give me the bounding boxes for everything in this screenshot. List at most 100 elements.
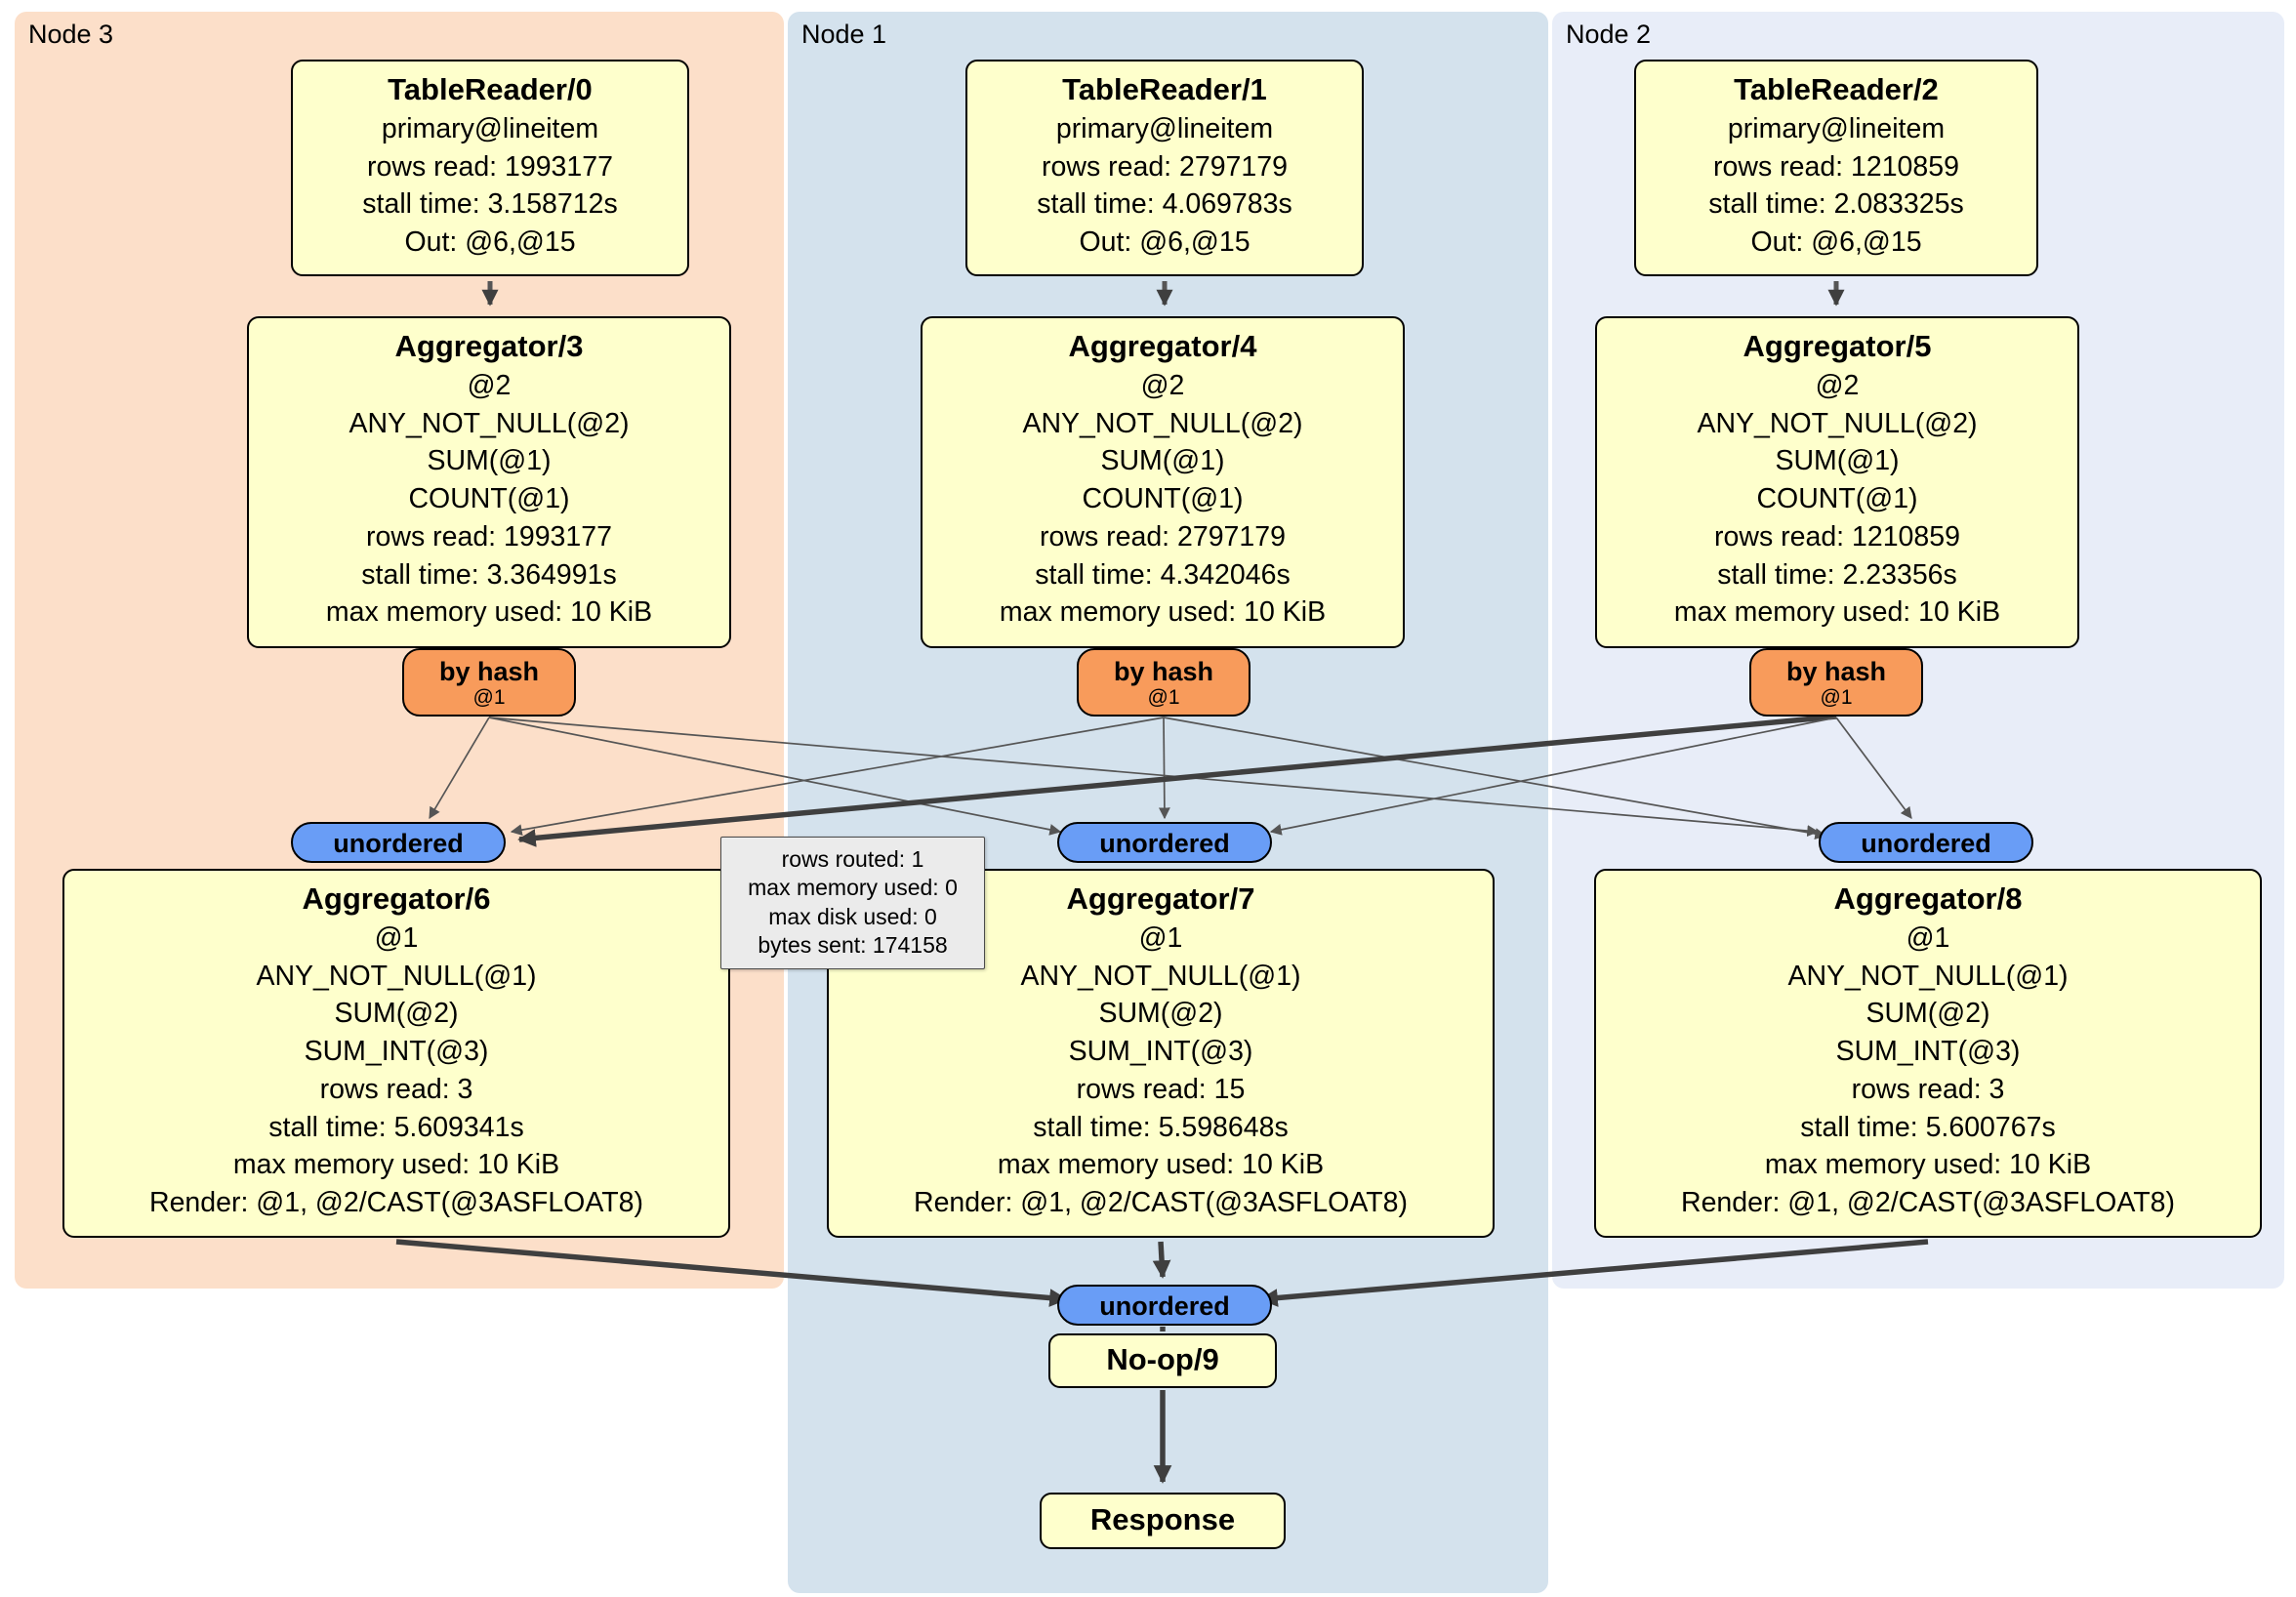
text-line: stall time: 4.342046s [1035,558,1291,591]
edge-aggregator8-sync-bottom [1259,1239,1929,1307]
text-line: max memory used: 10 KiB [232,1149,560,1181]
text-line: rows read: 1993177 [367,150,613,183]
text-line: SUM(@2) [334,998,459,1030]
text-line: SUM_INT(@3) [1835,1036,2021,1068]
text-line: Out: @6,@15 [404,226,576,259]
text-line: @1 [1906,921,1950,954]
processor-details: primary@lineitem rows read: 1993177 stall … [303,110,677,262]
processor-title: Aggregator/4 [1068,329,1257,363]
region-label-node-3: Node 3 [28,20,114,49]
synchronizer-unordered-middle: unordered [1057,822,1272,863]
text-line: Out: @6,@15 [1750,226,1922,259]
text-line: @2 [467,369,512,401]
text-line: SUM(@1) [1775,445,1900,477]
text-line: @2 [1815,369,1860,401]
router-columns: @1 [1147,686,1180,710]
text-line: stall time: 2.23356s [1717,558,1957,591]
processor-title: TableReader/0 [388,72,593,106]
text-line: rows read: 1993177 [366,520,612,553]
text-line: SUM(@1) [1100,445,1225,477]
text-line: primary@lineitem [1727,112,1946,144]
processor-title: Aggregator/8 [1833,881,2023,916]
text-line: Out: @6,@15 [1079,226,1250,259]
processor-title: Aggregator/7 [1066,881,1255,916]
text-line: SUM_INT(@3) [1068,1036,1253,1068]
router-columns: @1 [472,686,506,710]
edge-hash1-sync-right [1163,717,1827,839]
text-line: rows read: 2797179 [1042,150,1288,183]
text-line: stall time: 2.083325s [1708,188,1964,221]
text-line: rows routed: 1 [781,846,924,872]
synchronizer-unordered-right: unordered [1819,822,2033,863]
text-line: SUM(@2) [1866,998,1990,1030]
text-line: rows read: 1210859 [1713,150,1959,183]
text-line: SUM(@2) [1098,998,1223,1030]
text-line: stall time: 3.158712s [362,188,618,221]
edge-aggregator7-sync-bottom [1152,1241,1171,1279]
text-line: max memory used: 10 KiB [999,596,1327,629]
text-line: primary@lineitem [381,112,599,144]
edge-hash1-sync-left [510,717,1165,837]
region-label-node-1: Node 1 [801,20,887,49]
processor-title: Response [1089,1502,1236,1537]
processor-title: Aggregator/5 [1742,329,1932,363]
edge-hash2-sync-right [1835,717,1912,819]
text-line: max memory used: 10 KiB [1673,596,2001,629]
text-line: Render: @1, @2/CAST(@3ASFLOAT8) [1680,1187,2175,1219]
router-label: by hash [1113,657,1214,686]
text-line: ANY_NOT_NULL(@1) [256,960,537,992]
edge-hash2-sync-left[interactable] [517,714,1837,847]
processor-tablereader-0: TableReader/0 primary@lineitem rows read:… [291,60,689,276]
processor-title: Aggregator/6 [302,881,491,916]
processor-title: No-op/9 [1106,1342,1219,1377]
edge-hash0-sync-middle [488,717,1062,836]
synchronizer-unordered-left: unordered [291,822,506,863]
processor-title: TableReader/2 [1734,72,1939,106]
text-line: rows read: 3 [1851,1073,2005,1105]
text-line: @1 [374,921,419,954]
text-line: ANY_NOT_NULL(@2) [348,407,630,439]
text-line: bytes sent: 174158 [758,932,948,959]
router-by-hash-2: by hash @1 [1749,648,1923,717]
text-line: stall time: 5.600767s [1800,1111,2056,1143]
edge-hash0-sync-left [429,717,490,820]
router-by-hash-1: by hash @1 [1077,648,1250,717]
edge-hash0-sync-right [488,717,1820,838]
text-line: Render: @1, @2/CAST(@3ASFLOAT8) [148,1187,643,1219]
text-line: stall time: 5.598648s [1033,1111,1289,1143]
text-line: @2 [1140,369,1185,401]
text-line: COUNT(@1) [408,483,570,515]
text-line: ANY_NOT_NULL(@2) [1697,407,1978,439]
text-line: rows read: 3 [319,1073,473,1105]
text-line: SUM(@1) [427,445,552,477]
text-line: COUNT(@1) [1082,483,1244,515]
synchronizer-unordered-bottom: unordered [1057,1285,1272,1326]
text-line: rows read: 1210859 [1714,520,1960,553]
text-line: max disk used: 0 [768,903,937,929]
text-line: COUNT(@1) [1756,483,1918,515]
processor-response: Response [1040,1493,1286,1549]
processor-tablereader-2: TableReader/2 primary@lineitem rows read:… [1634,60,2038,276]
text-line: SUM_INT(@3) [304,1036,489,1068]
processor-noop-9: No-op/9 [1048,1333,1277,1388]
processor-title: Aggregator/3 [394,329,584,363]
text-line: max memory used: 10 KiB [997,1149,1325,1181]
text-line: max memory used: 10 KiB [1764,1149,2092,1181]
router-label: by hash [1785,657,1887,686]
